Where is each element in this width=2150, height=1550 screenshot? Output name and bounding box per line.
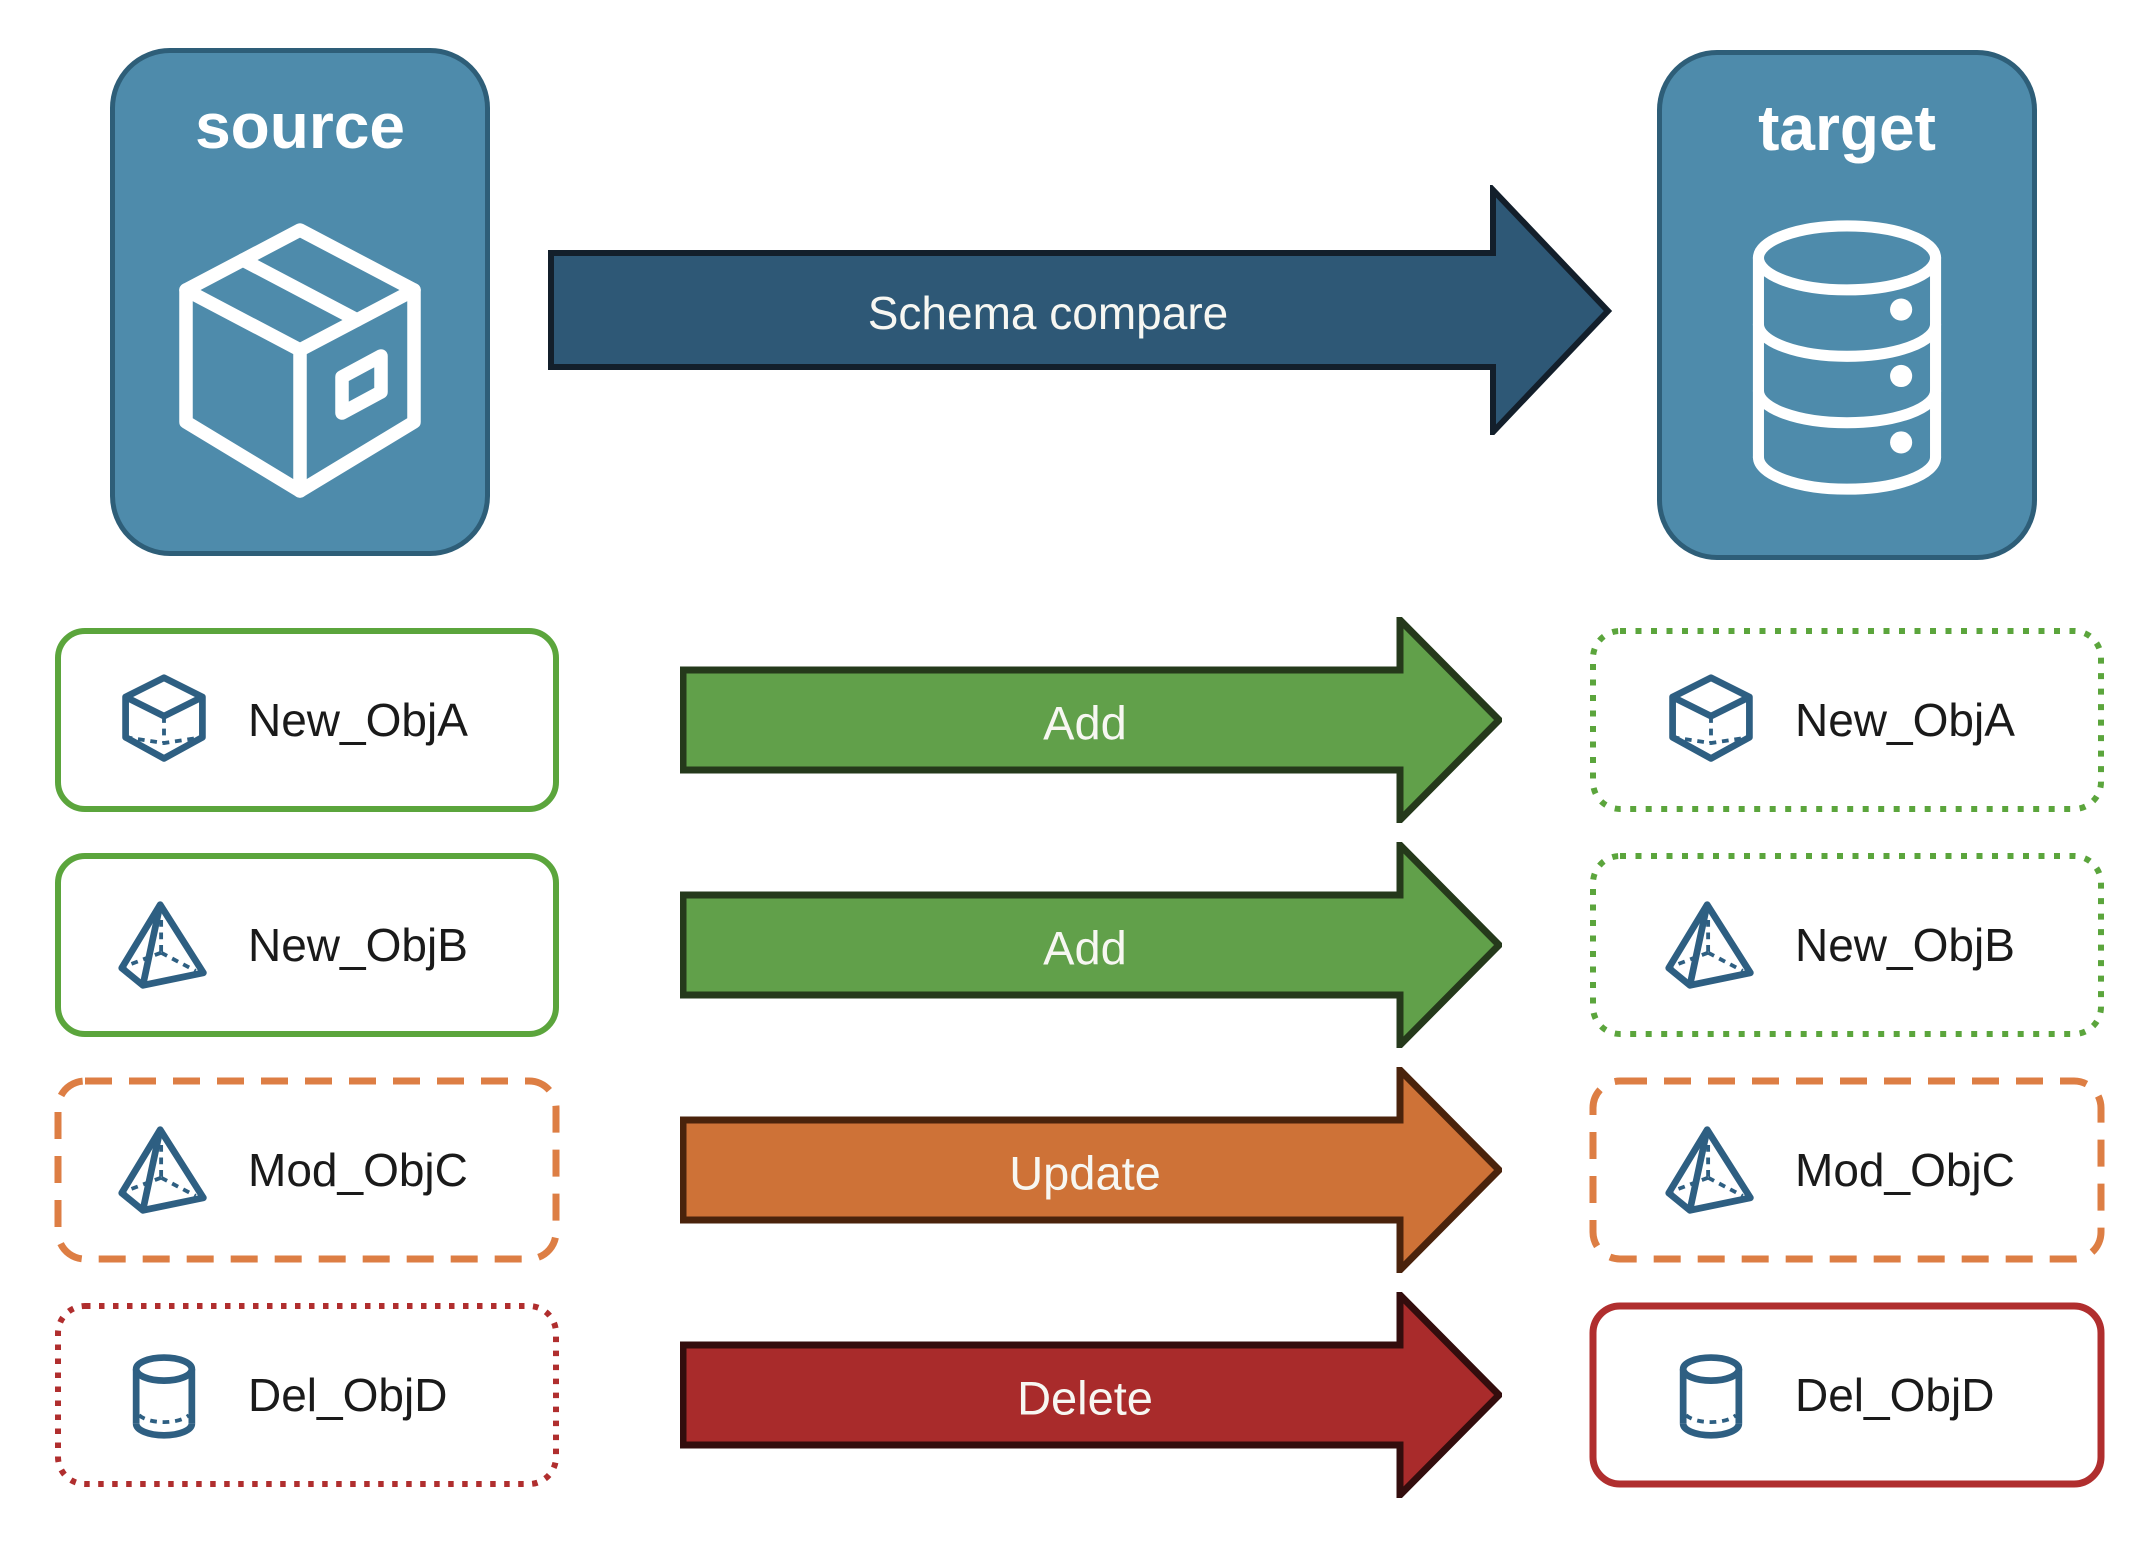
target-object-label: Mod_ObjC — [1795, 1144, 2015, 1196]
source-object-card: New_ObjB — [54, 852, 560, 1038]
package-box-icon — [179, 223, 421, 498]
target-node: target — [1657, 50, 2037, 560]
database-icon — [1752, 220, 1942, 495]
action-label: Add — [1043, 697, 1127, 750]
card-border — [1590, 853, 2104, 1037]
action-label: Add — [1043, 922, 1127, 975]
cube-icon — [1669, 674, 1753, 762]
delete-arrow: Delete — [680, 1292, 1502, 1498]
target-node-title: target — [1758, 92, 1936, 164]
schema-compare-arrow: Schema compare — [548, 185, 1613, 435]
target-object-card: New_ObjA — [1589, 627, 2105, 813]
schema-compare-label: Schema compare — [868, 287, 1229, 339]
card-border — [54, 1077, 560, 1263]
update-arrow: Update — [680, 1067, 1502, 1273]
target-object-card: Mod_ObjC — [1589, 1077, 2105, 1263]
cube-icon — [122, 674, 206, 762]
target-object-label: New_ObjB — [1795, 919, 2015, 971]
card-border — [55, 628, 559, 812]
target-object-label: New_ObjA — [1795, 694, 2015, 746]
source-object-label: Mod_ObjC — [248, 1144, 468, 1196]
source-node: source — [110, 48, 490, 556]
source-object-card: Del_ObjD — [54, 1302, 560, 1488]
action-label: Update — [1009, 1147, 1161, 1200]
cylinder-icon — [1679, 1354, 1743, 1439]
source-object-label: New_ObjA — [248, 694, 468, 746]
source-object-card: Mod_ObjC — [54, 1077, 560, 1263]
source-object-label: New_ObjB — [248, 919, 468, 971]
source-node-title: source — [195, 90, 405, 162]
target-object-label: Del_ObjD — [1795, 1369, 1995, 1421]
cylinder-icon — [132, 1354, 196, 1439]
source-object-label: Del_ObjD — [248, 1369, 448, 1421]
card-border — [55, 1303, 559, 1487]
card-border — [1589, 1077, 2105, 1263]
action-label: Delete — [1017, 1372, 1153, 1425]
card-border — [1590, 628, 2104, 812]
pyramid-icon — [1665, 901, 1754, 989]
add-arrow: Add — [680, 617, 1502, 823]
card-border — [55, 853, 559, 1037]
target-object-card: Del_ObjD — [1589, 1302, 2105, 1488]
target-object-card: New_ObjB — [1589, 852, 2105, 1038]
source-object-card: New_ObjA — [54, 627, 560, 813]
pyramid-icon — [118, 901, 207, 989]
pyramid-icon — [1665, 1126, 1754, 1214]
add-arrow: Add — [680, 842, 1502, 1048]
pyramid-icon — [118, 1126, 207, 1214]
card-border — [1589, 1302, 2105, 1488]
